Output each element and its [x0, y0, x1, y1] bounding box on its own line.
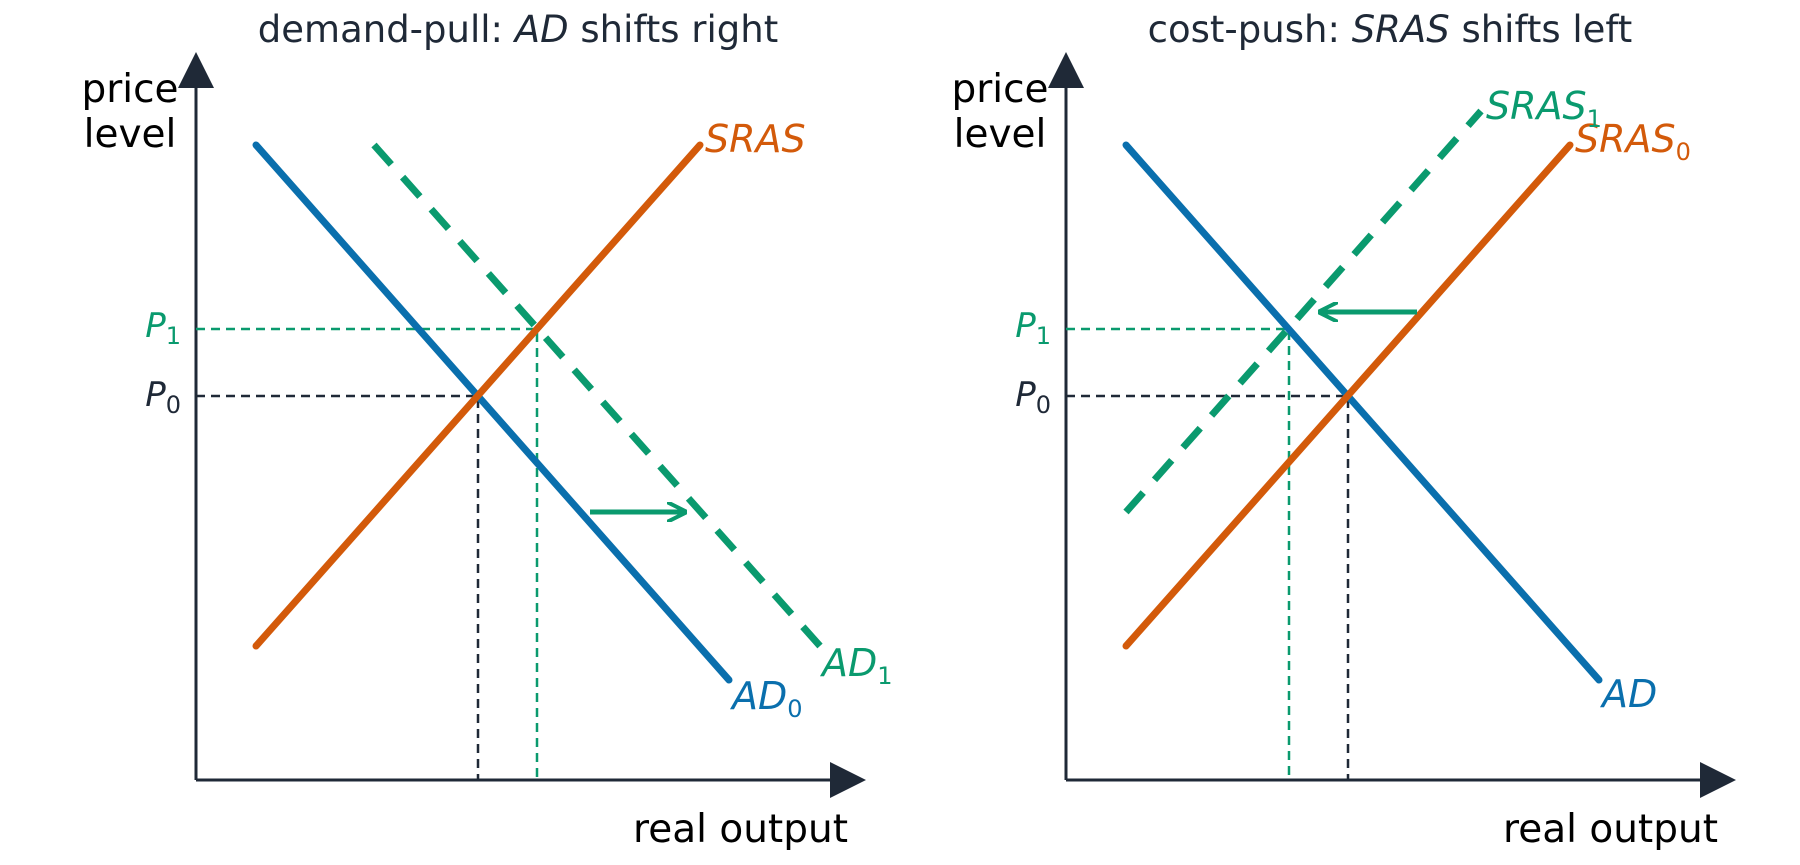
price-label-p0: P0: [145, 375, 181, 419]
p0-guide-line: [196, 394, 480, 780]
price-label-p1: P1: [1015, 306, 1051, 350]
y-axis-arrowhead-icon: [1048, 52, 1084, 88]
p1-guide-line: [196, 327, 539, 780]
price-label-p0: P0: [1015, 375, 1051, 419]
ad-curve: [1122, 141, 1603, 684]
sras-curve: [252, 141, 704, 650]
ad1-label: AD1: [819, 641, 893, 690]
panel-title: cost-push: SRAS shifts left: [1148, 8, 1633, 51]
sras-label: SRAS: [705, 117, 806, 161]
price-label-p1: P1: [145, 306, 181, 350]
sras1-label: SRAS1: [1486, 84, 1602, 133]
x-axis-label: real output: [633, 807, 848, 852]
ad-label: AD: [1599, 672, 1657, 716]
sras0-curve: [1122, 141, 1574, 650]
x-axis-arrowhead-icon: [830, 762, 866, 798]
ad1-curve: [371, 142, 823, 649]
ad0-curve: [252, 141, 733, 684]
y-axis-arrowhead-icon: [178, 52, 214, 88]
sras0-label: SRAS0: [1575, 117, 1691, 166]
p0-guide-line: [1066, 394, 1350, 780]
sras1-curve: [1123, 108, 1484, 515]
panel-title: demand-pull: AD shifts right: [258, 8, 778, 51]
x-axis-arrowhead-icon: [1700, 762, 1736, 798]
x-axis-label: real output: [1503, 807, 1718, 852]
ad0-label: AD0: [729, 674, 803, 723]
